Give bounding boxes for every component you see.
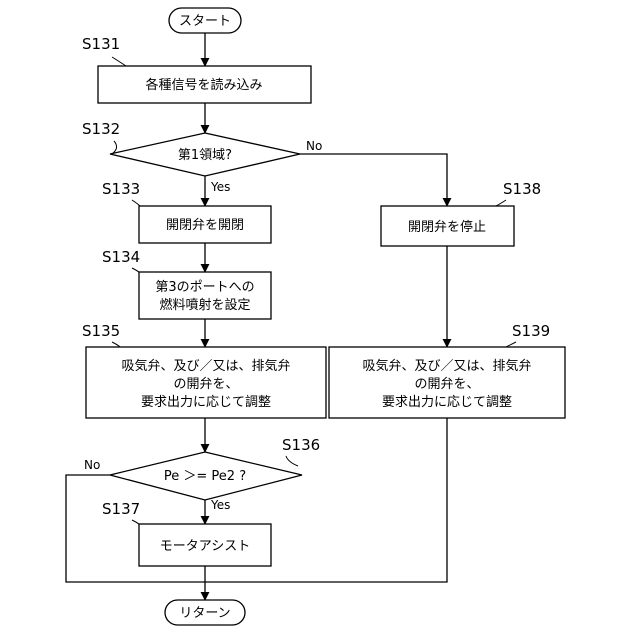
s132-no-label: No — [306, 139, 322, 153]
s138-leader — [496, 200, 506, 206]
start-label: スタート — [179, 14, 231, 29]
end-label: リターン — [179, 606, 230, 621]
s135-text-line1: 吸気弁、及び／又は、排気弁 — [121, 358, 290, 374]
s131-leader — [112, 57, 126, 66]
s139-text-line3: 要求出力に応じて調整 — [382, 395, 512, 410]
step-s135: S135 吸気弁、及び／又は、排気弁 の開弁を、 要求出力に応じて調整 — [82, 322, 326, 418]
step-s137: S137 モータアシスト — [102, 500, 271, 566]
s134-step-label: S134 — [102, 248, 140, 266]
s131-text: 各種信号を読み込み — [145, 77, 262, 93]
end-terminal: リターン — [165, 600, 245, 625]
s132-yes-label: Yes — [210, 180, 230, 194]
s136-step-label: S136 — [282, 436, 320, 454]
s135-step-label: S135 — [82, 322, 120, 340]
s139-text-line2: の開弁を、 — [414, 377, 479, 392]
step-s133: S133 開閉弁を開閉 — [102, 180, 271, 243]
s137-text: モータアシスト — [160, 539, 250, 554]
arrow-s132-s138 — [300, 154, 447, 206]
s132-step-label: S132 — [82, 120, 120, 138]
s132-text: 第1領域? — [178, 147, 232, 163]
s135-text-line3: 要求出力に応じて調整 — [141, 395, 271, 410]
s139-text-line1: 吸気弁、及び／又は、排気弁 — [362, 358, 531, 374]
s138-step-label: S138 — [503, 180, 541, 198]
s133-leader — [132, 200, 140, 206]
s136-no-label: No — [84, 458, 100, 472]
step-s134: S134 第3のポートへの 燃料噴射を設定 — [102, 248, 271, 319]
s131-step-label: S131 — [82, 35, 120, 53]
s139-step-label: S139 — [512, 322, 550, 340]
s134-text-line1: 第3のポートへの — [155, 280, 254, 295]
s135-leader — [112, 342, 120, 347]
start-terminal: スタート — [169, 8, 241, 33]
s133-text: 開閉弁を開閉 — [166, 218, 244, 233]
s138-text: 開閉弁を停止 — [408, 219, 486, 235]
s136-yes-label: Yes — [210, 498, 230, 512]
s135-text-line2: の開弁を、 — [173, 377, 238, 392]
s137-step-label: S137 — [102, 500, 140, 518]
s133-step-label: S133 — [102, 180, 140, 198]
step-s131: S131 各種信号を読み込み — [82, 35, 311, 103]
s136-text: Pe ＞= Pe2 ? — [164, 469, 246, 484]
s139-leader — [506, 342, 516, 347]
s136-leader — [286, 456, 298, 466]
s134-text-line2: 燃料噴射を設定 — [159, 297, 250, 313]
step-s138: S138 開閉弁を停止 — [381, 180, 541, 246]
